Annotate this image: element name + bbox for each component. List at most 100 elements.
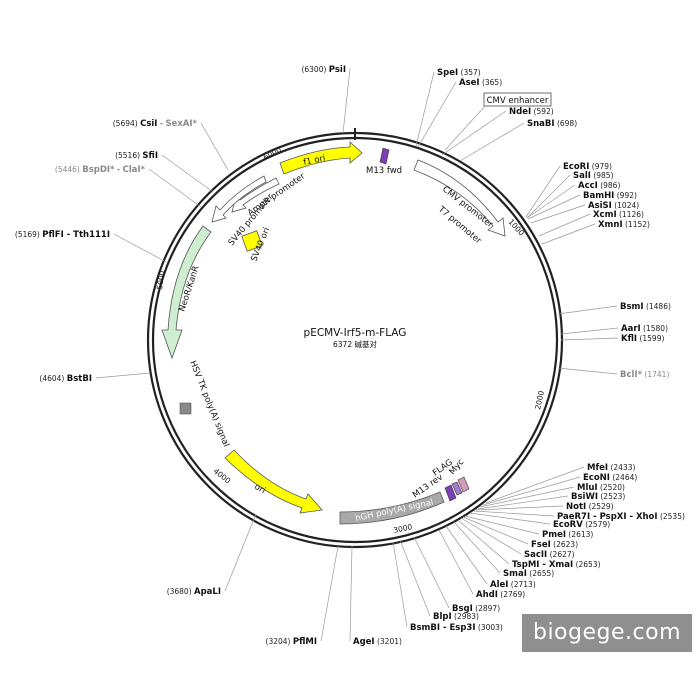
- site-label-xmni: XmnI (1152): [598, 220, 650, 230]
- site-leader-bsmbi: [392, 541, 408, 628]
- site-label-ahdi: AhdI (2769): [476, 590, 525, 600]
- site-label-smai: SmaI (2655): [503, 569, 554, 579]
- cmv-enhancer-box: [483, 92, 552, 107]
- site-blpi: BlpI (2983): [399, 539, 479, 622]
- tick-6000: 6000: [262, 145, 283, 162]
- site-leader-bamhi: [527, 194, 581, 220]
- cmv-promoter-arrow: [413, 159, 506, 237]
- site-label-aari: AarI (1580): [621, 324, 668, 334]
- site-leader-pflmi: [320, 545, 339, 642]
- tick-3000: 3000: [393, 522, 414, 535]
- site-leader-mfei: [485, 466, 585, 504]
- site-label-apali: (3680) ApaLI: [167, 587, 221, 597]
- site-leader-xmni: [541, 223, 596, 245]
- site-label-mlui: MluI (2520): [577, 483, 625, 493]
- site-label-kfli: KflI (1599): [621, 334, 664, 344]
- site-leader-psii: [342, 68, 351, 134]
- site-label-acci: AccI (986): [578, 181, 620, 191]
- site-leader-ndei: [441, 110, 507, 156]
- site-label-pflmi: (3204) PflMI: [266, 637, 317, 647]
- site-label-mfei: MfeI (2433): [587, 463, 635, 473]
- site-label-sali: SalI (985): [573, 171, 614, 181]
- site-leader-bsgi: [413, 536, 450, 609]
- site-leader-sfii: [161, 154, 214, 193]
- hgh-polya-box: [339, 491, 445, 525]
- site-leader-smai: [453, 521, 501, 574]
- site-bsgi: BsgI (2897): [413, 536, 500, 614]
- plasmid-name: pECMV-Irf5-m-FLAG: [304, 327, 407, 339]
- site-bsmbi: BsmBI - Esp3I (3003): [392, 541, 503, 633]
- site-pmei: PmeI (2613): [464, 515, 593, 540]
- site-leader-asei: [417, 81, 457, 148]
- hsv-tk-polya-box: [179, 402, 192, 415]
- site-label-bstbi: (4604) BstBI: [39, 374, 92, 384]
- site-label-asei: AseI (365): [459, 78, 502, 88]
- site-leader-bcli: [557, 367, 618, 375]
- neor-kanr-arrow: [161, 225, 212, 360]
- site-label-pflfi: (5169) PflFI - Tth111I: [15, 230, 110, 240]
- site-agei: AgeI (3201): [349, 545, 402, 647]
- site-leader-fsei: [462, 516, 529, 545]
- site-noti: NotI (2529): [475, 502, 614, 512]
- ori-arrow: [224, 449, 323, 514]
- site-leader-snabi: [459, 122, 525, 162]
- tick-2000: 2000: [533, 390, 546, 411]
- site-label-psii: (6300) PsiI: [301, 65, 346, 75]
- site-snabi: SnaBI (698): [459, 119, 577, 162]
- watermark: biogege.com: [522, 614, 692, 652]
- site-label-bamhi: BamHI (992): [583, 191, 637, 201]
- site-label-spei: SpeI (357): [437, 68, 481, 78]
- site-bcli: BclI* (1741): [557, 367, 669, 380]
- m13-fwd-marker: [379, 147, 390, 165]
- site-label-ecorv: EcoRV (2579): [553, 520, 610, 530]
- site-leader-bsiwi: [477, 495, 569, 510]
- site-asisi: AsiSI (1024): [530, 201, 639, 224]
- site-ecorv: EcoRV (2579): [469, 512, 610, 530]
- site-leader-kfli: [560, 337, 619, 341]
- site-sacii: SacII (2627): [460, 517, 575, 560]
- site-asei: AseI (365): [417, 78, 502, 148]
- site-leader-blpi: [399, 539, 431, 617]
- site-label-bsiwi: BsiWI (2523): [571, 492, 625, 502]
- tick-5000: 5000: [155, 270, 167, 290]
- site-bamhi: BamHI (992): [527, 191, 637, 220]
- site-label-bspdi: (5446) BspDI* - ClaI*: [55, 165, 146, 175]
- site-apali: (3680) ApaLI: [167, 513, 257, 597]
- site-fsei: FseI (2623): [462, 516, 578, 550]
- ampr-promoter-arrow: [231, 177, 280, 213]
- f1-ori-label: f1 ori: [303, 154, 327, 168]
- site-label-bcli: BclI* (1741): [620, 370, 669, 380]
- site-mfei: MfeI (2433): [485, 463, 635, 504]
- site-leader-pmei: [464, 515, 540, 535]
- site-sali: SalI (985): [526, 171, 614, 219]
- m13-rev-marker: [444, 484, 457, 502]
- flag-marker: [451, 481, 463, 496]
- site-spei: SpeI (357): [415, 68, 481, 147]
- site-smai: SmaI (2655): [453, 521, 554, 579]
- site-leader-agei: [349, 545, 353, 642]
- site-xmni: XmnI (1152): [541, 220, 650, 245]
- site-label-pmei: PmeI (2613): [542, 530, 593, 540]
- site-label-tspmi: TspMI - XmaI (2653): [512, 560, 601, 570]
- site-acci: AccI (986): [526, 181, 620, 219]
- m13-fwd-label: M13 fwd: [366, 166, 402, 176]
- cmv-enhancer-leader: [444, 105, 486, 151]
- site-ahdi: AhdI (2769): [438, 529, 525, 600]
- site-bsiwi: BsiWI (2523): [477, 492, 625, 510]
- sv40-ori-box: [241, 230, 263, 252]
- hsv-tk-polya-label: HSV TK poly(A) signal: [187, 359, 231, 448]
- site-ndei: NdeI (592): [441, 107, 554, 156]
- myc-marker: [457, 476, 470, 493]
- site-leader-pflfi: [113, 233, 167, 263]
- site-leader-csii: [200, 122, 229, 171]
- site-leader-xcmi: [538, 213, 591, 237]
- site-econi: EcoNI (2464): [482, 473, 637, 506]
- site-label-econi: EcoNI (2464): [583, 473, 637, 483]
- site-leader-noti: [475, 505, 564, 511]
- site-leader-alei: [445, 525, 488, 585]
- site-label-asisi: AsiSI (1024): [588, 201, 639, 211]
- site-aari: AarI (1580): [560, 324, 668, 335]
- f1-ori-arrow: [279, 141, 363, 175]
